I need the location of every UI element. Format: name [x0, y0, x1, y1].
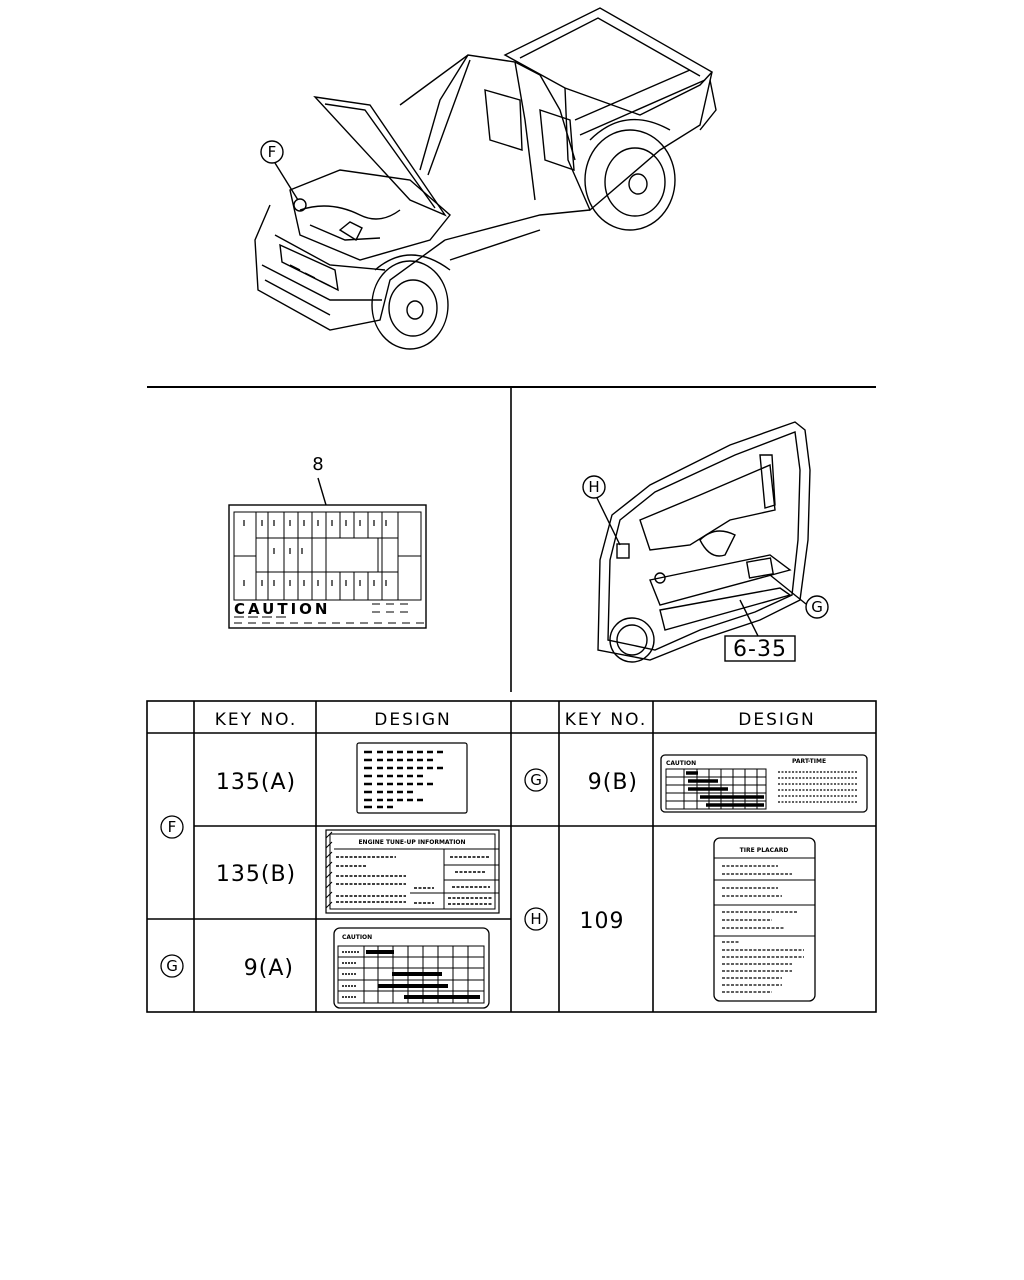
door-panel — [582, 421, 829, 663]
design-9a — [333, 927, 490, 1009]
header-key-no-left: KEY NO. — [215, 710, 298, 730]
key-no-135b: 135(B) — [216, 862, 296, 887]
callout-g-label: G — [811, 598, 823, 616]
callout-f-label: F — [268, 143, 277, 161]
key-no-9b: 9(B) — [588, 770, 638, 795]
ref-box-label: 6-35 — [733, 637, 787, 662]
design-109 — [713, 837, 816, 1002]
caution-label-8 — [228, 477, 427, 629]
key-no-9a: 9(A) — [244, 956, 294, 981]
header-key-no-right: KEY NO. — [565, 710, 648, 730]
tire-placard-title: TIRE PLACARD — [740, 847, 789, 854]
design-135b — [325, 829, 500, 914]
part-number-8: 8 — [312, 454, 323, 475]
key-no-135a: 135(A) — [216, 770, 296, 795]
callout-h-label: H — [588, 478, 599, 496]
caution-heading: CAUTION — [234, 600, 330, 618]
group-g-right-label: G — [530, 771, 542, 789]
engine-tune-up-title: ENGINE TUNE-UP INFORMATION — [358, 839, 465, 846]
part-time-title: PART-TIME — [792, 758, 826, 765]
label-table — [146, 700, 877, 1013]
truck-illustration — [254, 7, 717, 350]
caution-9a-title: CAUTION — [342, 934, 372, 941]
group-h-label: H — [530, 910, 541, 928]
caution-9b-title: CAUTION — [666, 760, 696, 767]
key-no-109: 109 — [580, 909, 625, 934]
header-design-right: DESIGN — [738, 710, 816, 730]
group-f-label: F — [168, 818, 177, 836]
group-g-left-label: G — [166, 957, 178, 975]
header-design-left: DESIGN — [374, 710, 452, 730]
design-9b — [660, 754, 868, 813]
design-135a — [356, 742, 468, 814]
